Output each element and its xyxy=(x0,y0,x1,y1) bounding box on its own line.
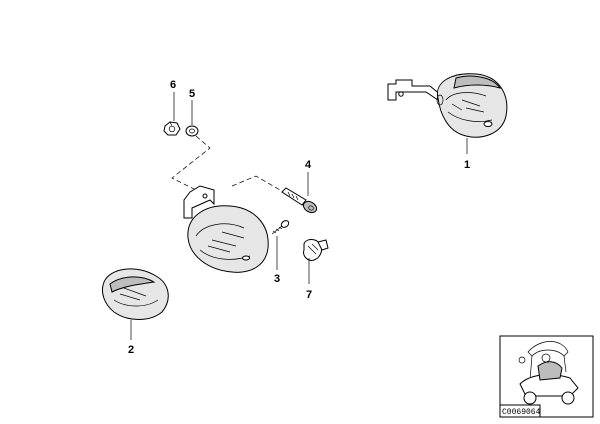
part-5-washer[interactable] xyxy=(185,125,199,137)
part-number-5: 5 xyxy=(189,88,195,100)
part-number-6: 6 xyxy=(170,79,176,91)
center-turn-signal-assembly[interactable] xyxy=(183,185,269,273)
thumbnail-code: C0069064 xyxy=(502,408,541,417)
part-7-bulb[interactable] xyxy=(303,239,329,261)
part-number-1: 1 xyxy=(464,159,470,171)
part-number-4: 4 xyxy=(305,159,312,171)
part-6-nut[interactable] xyxy=(163,121,181,136)
part-2-lens-cover[interactable] xyxy=(101,268,169,320)
assembly-guide-lines xyxy=(171,135,281,191)
part-number-3: 3 xyxy=(274,273,280,285)
part-number-7: 7 xyxy=(306,289,312,301)
part-4-bolt[interactable] xyxy=(281,187,319,215)
part-1-turn-signal-assembly[interactable] xyxy=(387,73,508,138)
scooter-icon xyxy=(518,341,579,405)
scooter-thumbnail[interactable]: C0069064 xyxy=(499,335,594,418)
part-3-screw[interactable] xyxy=(271,219,290,235)
part-number-2: 2 xyxy=(128,344,134,356)
